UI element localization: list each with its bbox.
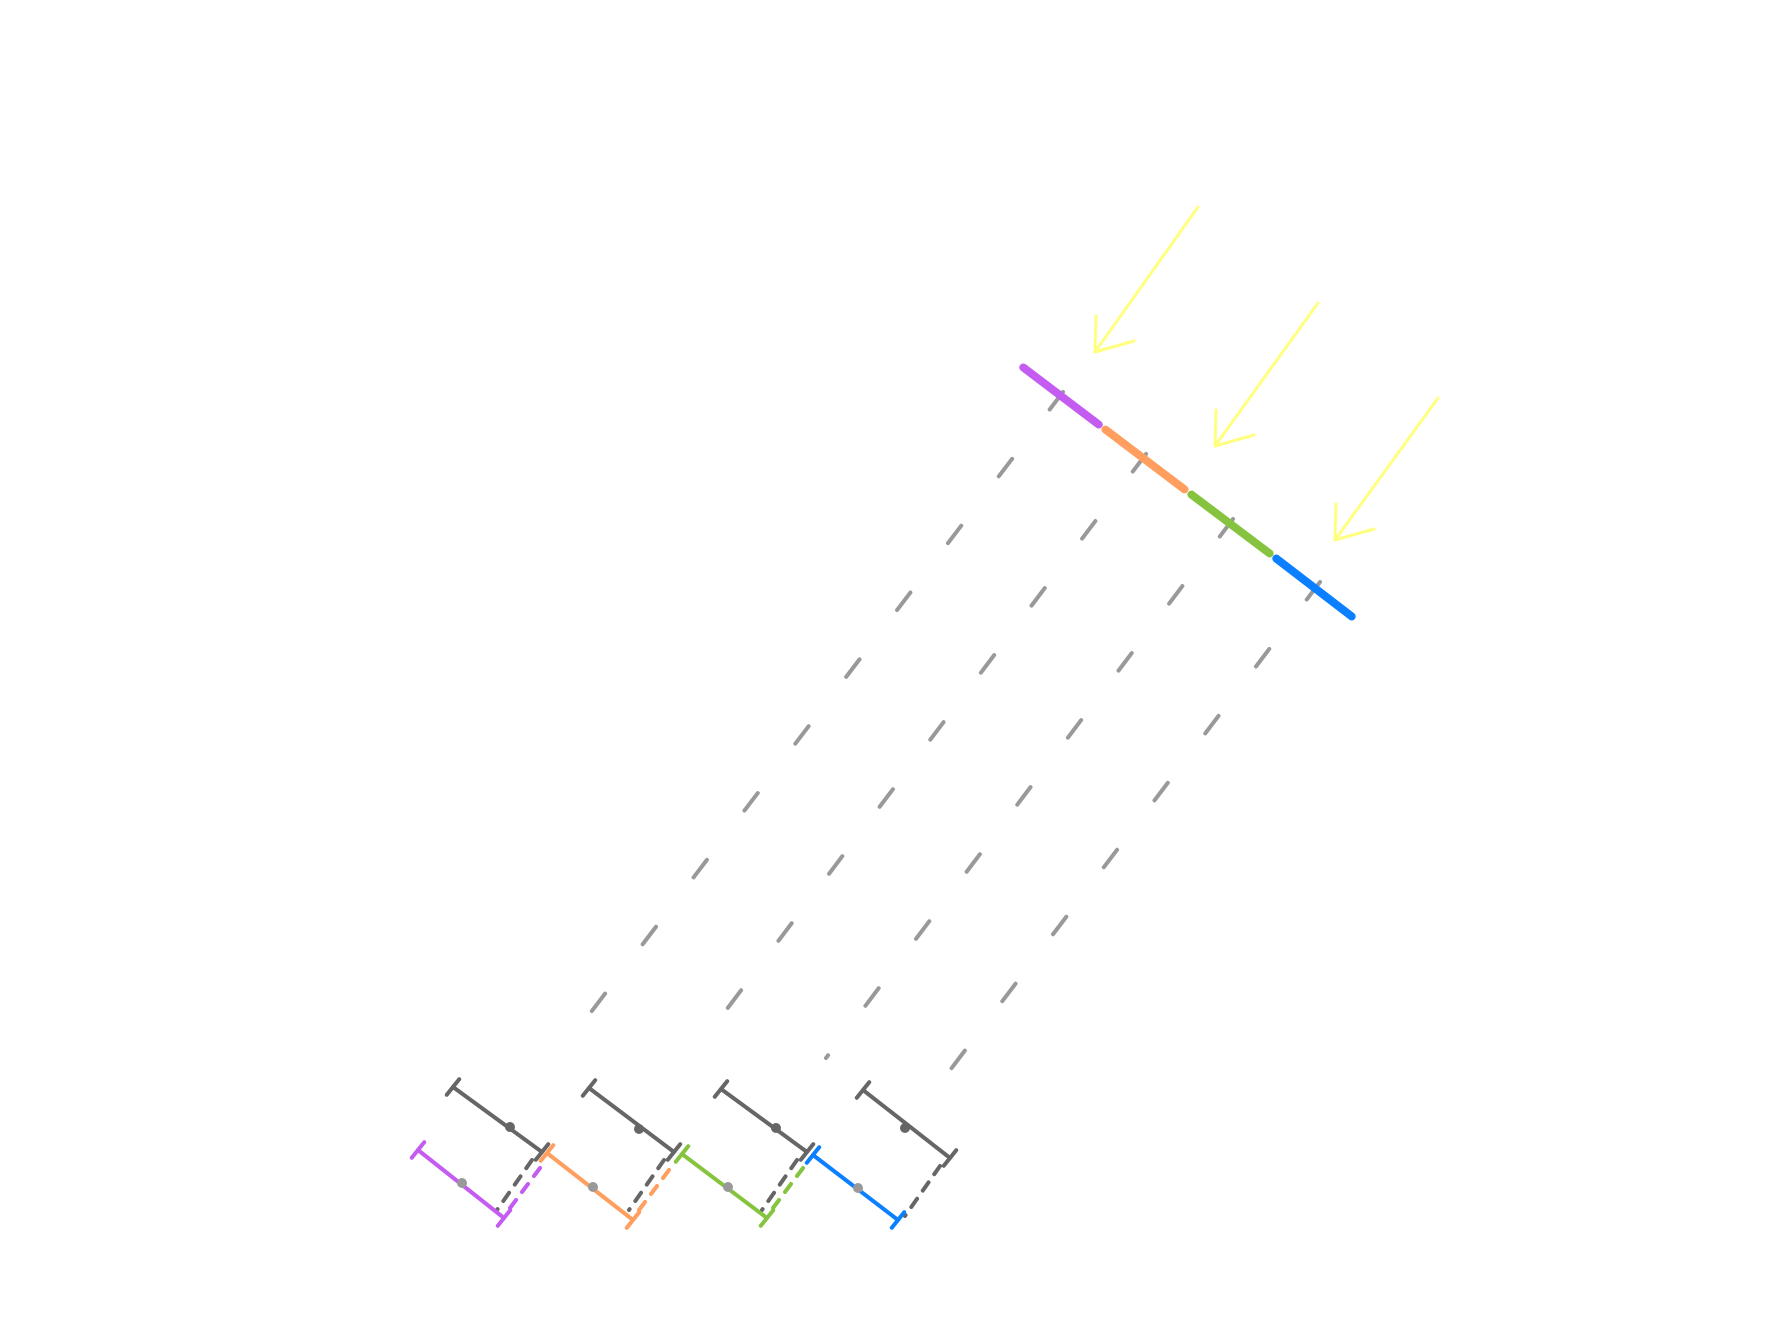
dark-segment-2-end-tick bbox=[665, 1142, 683, 1162]
projected-segment-1-midpoint bbox=[457, 1178, 467, 1188]
sun-ray-arrow-2 bbox=[1213, 301, 1320, 448]
projection-lines bbox=[564, 390, 1322, 1092]
projected-segment-2-connector bbox=[637, 1160, 677, 1212]
projected-segment-3-start-tick bbox=[673, 1144, 691, 1164]
dark-segment-2 bbox=[587, 1086, 676, 1154]
dark-segment-2-start-tick bbox=[580, 1078, 598, 1098]
projected-segment-1-end-tick bbox=[495, 1208, 513, 1228]
sun-ray-arrow-3 bbox=[1333, 396, 1440, 542]
dark-segment-3-connector bbox=[760, 1158, 799, 1212]
sun-arrows bbox=[1093, 205, 1440, 542]
top-segment-2 bbox=[1101, 425, 1189, 494]
colored-projected-segments bbox=[409, 1140, 907, 1230]
sun-ray-arrowhead-2 bbox=[1213, 408, 1256, 448]
sun-ray-arrowhead-3 bbox=[1333, 502, 1376, 542]
projected-segment-4-midpoint bbox=[853, 1183, 863, 1193]
dark-segment-2-midpoint bbox=[634, 1124, 644, 1134]
projected-segment-2-end-tick bbox=[624, 1210, 642, 1230]
projected-segment-3-connector bbox=[771, 1158, 811, 1210]
dark-segment-4-start-tick bbox=[854, 1080, 872, 1100]
dark-segment-4-end-tick bbox=[941, 1148, 959, 1168]
projected-segment-3-end-tick bbox=[758, 1208, 776, 1228]
top-segment-1 bbox=[1019, 363, 1103, 429]
dark-segment-3-start-tick bbox=[712, 1079, 730, 1099]
projected-segment-2-start-tick bbox=[538, 1143, 556, 1163]
dark-projected-segments bbox=[444, 1077, 959, 1218]
projection-line-2 bbox=[694, 452, 1148, 1052]
dark-segment-2-connector bbox=[627, 1158, 666, 1212]
projected-segment-4-end-tick bbox=[889, 1210, 907, 1230]
dark-segment-4-midpoint bbox=[900, 1123, 910, 1133]
sun-ray-arrowhead-1 bbox=[1093, 314, 1136, 354]
dark-segment-1-end-tick bbox=[533, 1142, 551, 1162]
top-segment-3 bbox=[1187, 490, 1274, 558]
projected-segment-2-midpoint bbox=[588, 1182, 598, 1192]
dark-segment-4-connector bbox=[903, 1164, 942, 1218]
projection-line-1 bbox=[564, 390, 1065, 1047]
dark-segment-3 bbox=[719, 1087, 809, 1154]
dark-segment-1-start-tick bbox=[444, 1077, 462, 1097]
dark-segment-1-connector bbox=[495, 1158, 534, 1212]
projected-segment-4-start-tick bbox=[804, 1145, 822, 1165]
dark-segment-3-midpoint bbox=[771, 1123, 781, 1133]
projected-segment-3-midpoint bbox=[723, 1182, 733, 1192]
projected-segment-1-start-tick bbox=[409, 1140, 427, 1160]
dark-segment-3-end-tick bbox=[798, 1142, 816, 1162]
top-segment-4 bbox=[1272, 554, 1356, 621]
dark-segment-1 bbox=[451, 1085, 544, 1154]
dark-segment-1-midpoint bbox=[505, 1122, 515, 1132]
projected-segment-1-connector bbox=[508, 1158, 548, 1210]
projection-line-3 bbox=[824, 517, 1235, 1060]
projection-line-4 bbox=[933, 580, 1322, 1092]
top-segments bbox=[1019, 363, 1356, 621]
sun-ray-arrow-1 bbox=[1093, 205, 1200, 354]
